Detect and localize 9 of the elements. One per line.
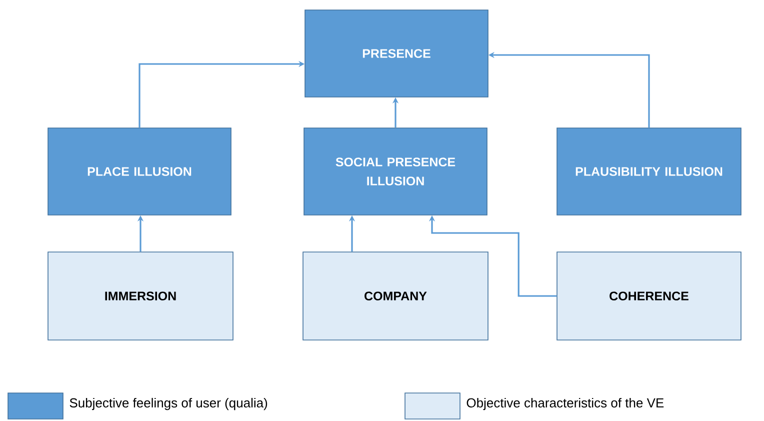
process-box: PLACE ILLUSION bbox=[48, 128, 232, 216]
legend-text: Subjective feelings of user (qualia) bbox=[70, 398, 268, 410]
factor-box: COMPANY bbox=[302, 252, 488, 340]
factor-box: COHERENCE bbox=[556, 252, 742, 340]
process-box: PRESENCE bbox=[304, 10, 488, 98]
process-box: PLAUSIBILITY ILLUSION bbox=[556, 128, 742, 216]
legend-text: Objective characteristics of the VE bbox=[466, 398, 664, 410]
process-box: SOCIAL PRESENCE ILLUSION bbox=[304, 128, 488, 216]
factor-box: IMMERSION bbox=[48, 252, 234, 340]
